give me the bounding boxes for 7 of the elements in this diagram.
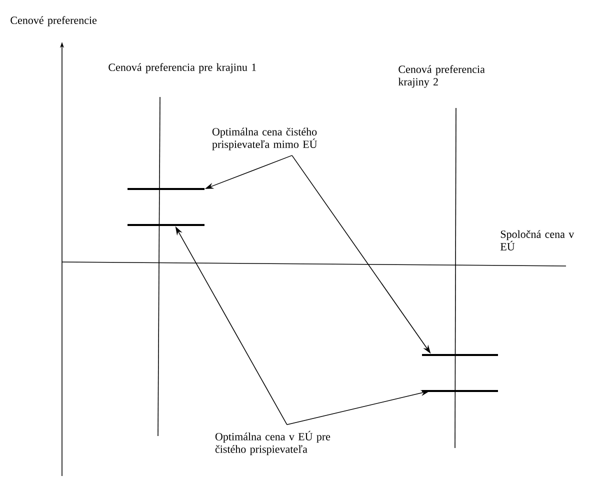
text-label: Cenová preferencia krajiny 2 (398, 65, 485, 88)
axis-title: Cenové preferencie (10, 16, 97, 26)
text-label: Cenová preferencia pre krajinu 1 (108, 63, 256, 74)
annotation-text: Optimálna cena čistého prispievateľa mimo EÚ (212, 128, 318, 150)
text-label: Spoločná cena v EÚ (500, 230, 574, 250)
annotation-text: Optimálna cena v EÚ pre čistého prispievateľa (215, 430, 330, 456)
price-bar (422, 390, 498, 392)
